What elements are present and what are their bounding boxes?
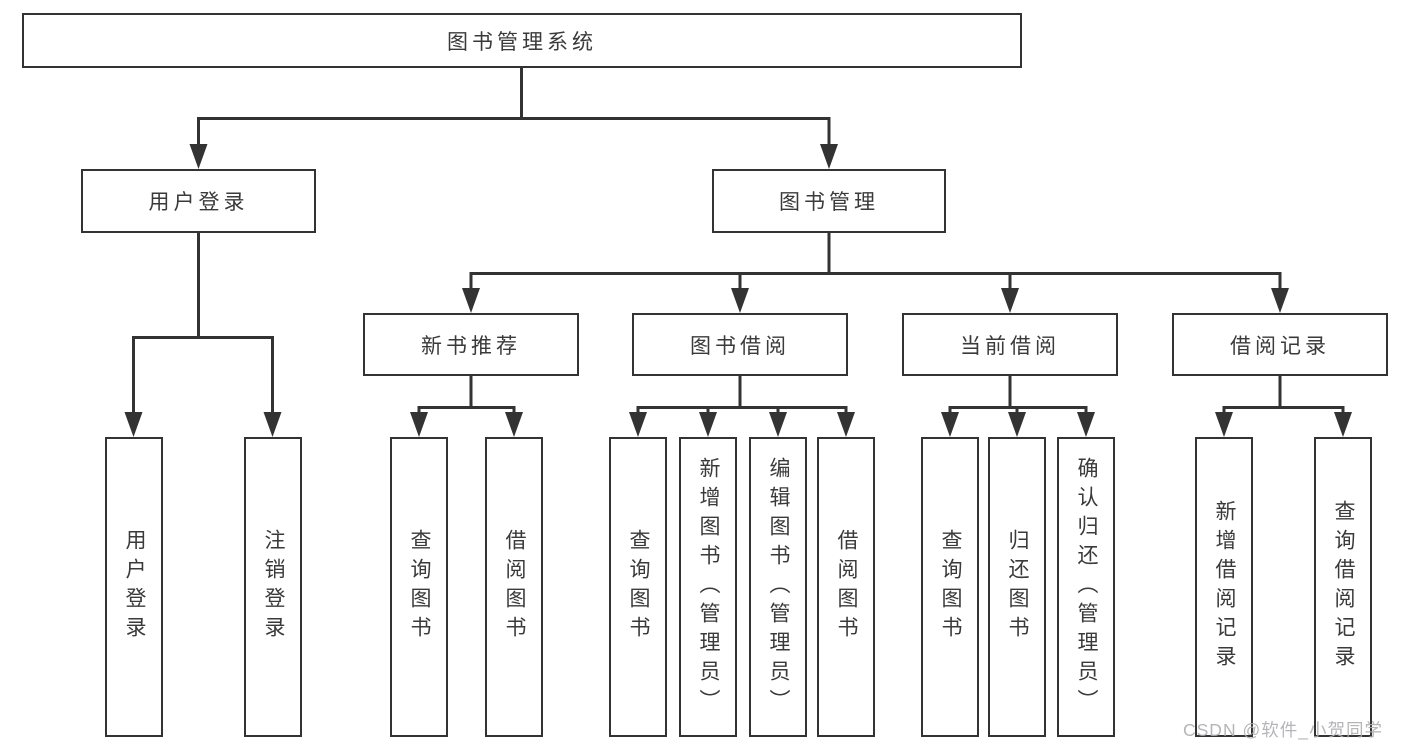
node-new-book-recommend: 新书推荐: [363, 313, 579, 376]
leaf-logout: 注销登录: [244, 437, 302, 737]
leaf-recommend-borrow-book: 借阅图书: [485, 437, 543, 737]
leaf-records-add-record: 新增借阅记录: [1195, 437, 1253, 737]
edge-current-borrow-children: [941, 376, 1095, 437]
edge-book-borrow-children: [629, 376, 855, 437]
arrowhead-icon: [1271, 288, 1289, 313]
leaf-borrow-borrow-book: 借阅图书: [817, 437, 875, 737]
edge-book-management-children: [462, 233, 1289, 313]
arrowhead-icon: [941, 412, 959, 437]
leaf-borrow-add-book-admin: 新增图书（管理员）: [679, 437, 737, 737]
arrowhead-icon: [1077, 412, 1095, 437]
arrowhead-icon: [1001, 288, 1019, 313]
arrowhead-icon: [462, 288, 480, 313]
node-book-borrow: 图书借阅: [632, 313, 848, 376]
leaf-borrow-edit-book-admin: 编辑图书（管理员）: [749, 437, 807, 737]
leaf-user-login: 用户登录: [105, 437, 163, 737]
arrowhead-icon: [820, 144, 838, 169]
arrowhead-icon: [837, 412, 855, 437]
node-root: 图书管理系统: [22, 13, 1022, 68]
leaf-current-return-book: 归还图书: [988, 437, 1046, 737]
arrowhead-icon: [263, 412, 282, 437]
node-current-borrow: 当前借阅: [902, 313, 1118, 376]
edge-user-login-children: [124, 233, 282, 437]
arrowhead-icon: [189, 144, 208, 169]
arrowhead-icon: [1008, 412, 1026, 437]
arrowhead-icon: [1334, 412, 1352, 437]
arrowhead-icon: [731, 288, 749, 313]
edge-borrow-records-children: [1215, 376, 1352, 437]
leaf-current-query-book: 查询图书: [921, 437, 979, 737]
arrowhead-icon: [124, 412, 143, 437]
node-borrow-records: 借阅记录: [1172, 313, 1388, 376]
arrowhead-icon: [410, 412, 428, 437]
watermark: CSDN @软件_小贺同学: [1183, 720, 1383, 740]
arrowhead-icon: [769, 412, 787, 437]
edge-root-to-level2: [189, 68, 838, 169]
node-user-login: 用户登录: [81, 169, 316, 233]
arrowhead-icon: [505, 412, 523, 437]
leaf-borrow-query-book: 查询图书: [609, 437, 667, 737]
node-book-management: 图书管理: [712, 169, 946, 233]
arrowhead-icon: [1215, 412, 1233, 437]
edge-new-book-recommend-children: [410, 376, 523, 437]
arrowhead-icon: [699, 412, 717, 437]
arrowhead-icon: [629, 412, 647, 437]
leaf-current-confirm-return-admin: 确认归还（管理员）: [1057, 437, 1115, 737]
leaf-recommend-query-book: 查询图书: [390, 437, 448, 737]
leaf-records-query-record: 查询借阅记录: [1314, 437, 1372, 737]
